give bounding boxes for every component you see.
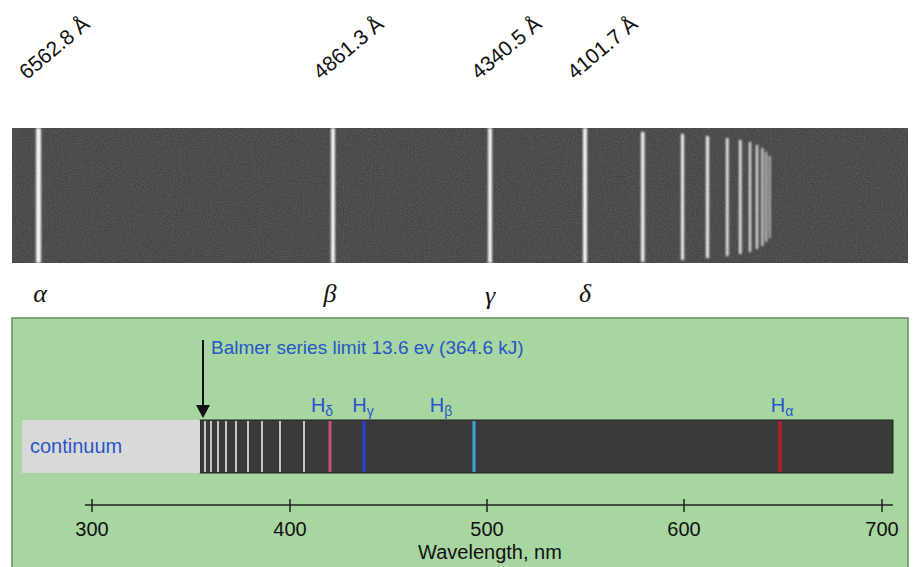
series-lines xyxy=(205,421,304,472)
tick-label: 500 xyxy=(470,518,503,541)
tick-label: 700 xyxy=(865,518,898,541)
tick-label: 400 xyxy=(273,518,306,541)
series-limit-note: Balmer series limit 13.6 ev (364.6 kJ) xyxy=(211,337,524,359)
wavelength-angstrom: 6562.8 Å xyxy=(14,11,94,84)
node-text: continuum xyxy=(30,435,122,458)
greek-line-label: δ xyxy=(579,279,591,309)
limit-arrow xyxy=(202,340,204,408)
photo-grain xyxy=(12,128,908,263)
axis-title: Wavelength, nm xyxy=(418,541,562,564)
wavelength-angstrom: 4861.3 Å xyxy=(308,11,388,84)
greek-line-label: β xyxy=(324,279,337,309)
spectrum-band xyxy=(200,420,893,473)
green-panel xyxy=(12,318,908,567)
greek-line-label: α xyxy=(33,279,47,309)
photo-lines xyxy=(36,128,770,263)
continuum-box: continuum xyxy=(22,420,200,473)
wavelength-angstrom: 4340.5 Å xyxy=(466,11,546,84)
photo-strip xyxy=(12,128,908,263)
axis-ticks xyxy=(92,499,882,512)
h-delta-line xyxy=(329,421,332,472)
line-name: Hβ xyxy=(430,394,453,417)
wavelength-angstrom: 4101.7 Å xyxy=(562,11,642,84)
limit-arrowhead xyxy=(196,405,210,418)
h-gamma-line xyxy=(363,421,366,472)
tick-label: 600 xyxy=(667,518,700,541)
h-beta-line xyxy=(473,421,476,472)
axis-line xyxy=(85,504,893,506)
tick-label: 300 xyxy=(75,518,108,541)
h-alpha-line xyxy=(778,421,782,472)
line-name: Hα xyxy=(771,394,794,417)
line-name: Hγ xyxy=(352,394,373,417)
greek-line-label: γ xyxy=(485,281,495,311)
line-name: Hδ xyxy=(311,394,333,417)
